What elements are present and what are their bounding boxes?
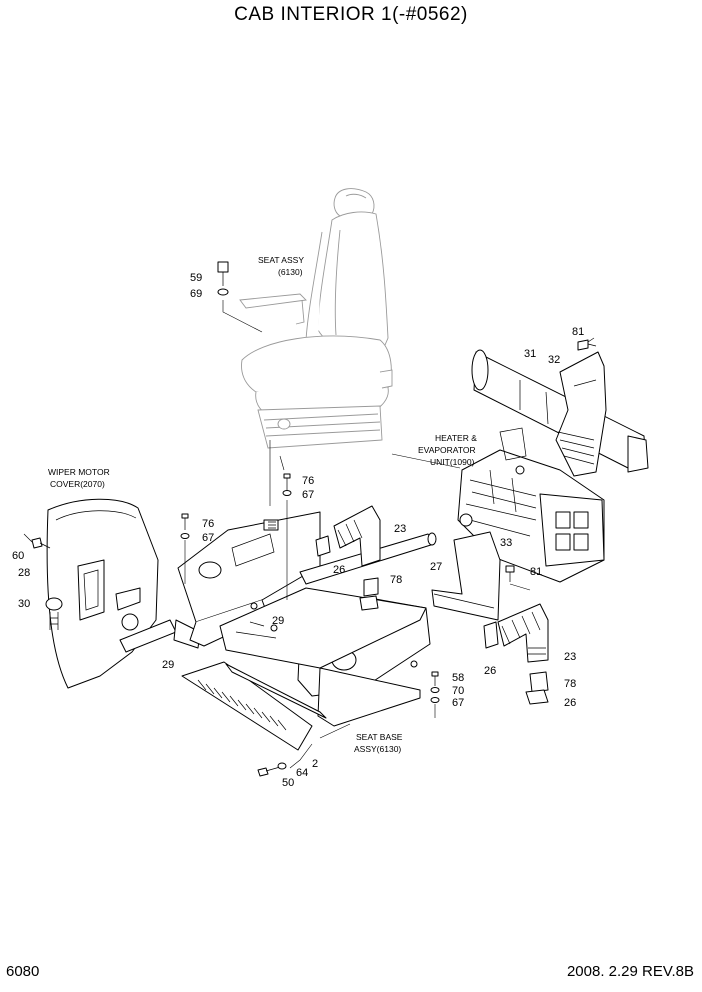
callout-32: 32	[548, 354, 560, 366]
callout-26-lower: 26	[564, 697, 576, 709]
callout-30: 30	[18, 598, 30, 610]
callout-78-upper: 78	[390, 574, 402, 586]
seat-assembly	[239, 188, 393, 449]
note-wiper-line2: COVER(2070)	[50, 479, 105, 489]
callout-58: 58	[452, 672, 464, 684]
note-heater-line2: EVAPORATOR	[418, 445, 476, 455]
callout-81-right: 81	[530, 566, 542, 578]
callout-27: 27	[430, 561, 442, 573]
callout-67-left: 67	[202, 532, 214, 544]
page-title: CAB INTERIOR 1(-#0562)	[234, 4, 468, 25]
callout-70: 70	[452, 685, 464, 697]
callout-76-right: 76	[302, 475, 314, 487]
callout-69: 69	[190, 288, 202, 300]
lower-duct-parts	[483, 603, 549, 705]
callout-67-lower: 67	[452, 697, 464, 709]
seat-base-console	[119, 505, 437, 751]
note-wiper-line1: WIPER MOTOR	[48, 467, 110, 477]
callout-67-right: 67	[302, 489, 314, 501]
callout-28: 28	[18, 567, 30, 579]
callout-2: 2	[312, 758, 318, 770]
note-seat-base-line2: ASSY(6130)	[354, 744, 401, 754]
note-seat-assy-line2: (6130)	[278, 267, 303, 277]
callout-64: 64	[296, 767, 308, 779]
heater-evaporator-unit	[431, 349, 649, 621]
note-heater-line1: HEATER &	[435, 433, 477, 443]
wiper-motor-cover	[31, 498, 159, 689]
callout-78-lower: 78	[564, 678, 576, 690]
callout-26-mid: 26	[484, 665, 496, 677]
callout-50: 50	[282, 777, 294, 789]
note-seat-base-line1: SEAT BASE	[356, 732, 403, 742]
note-seat-assy-line1: SEAT ASSY	[258, 255, 304, 265]
callout-29-center: 29	[272, 615, 284, 627]
callout-33: 33	[500, 537, 512, 549]
page-number: 6080	[6, 963, 40, 980]
assembly-notes: SEAT ASSY (6130) HEATER & EVAPORATOR UNI…	[48, 255, 477, 754]
revision-date: 2008. 2.29 REV.8B	[566, 963, 694, 980]
callout-31: 31	[524, 348, 536, 360]
callout-59: 59	[190, 272, 202, 284]
callout-23-upper: 23	[394, 523, 406, 535]
callout-numbers: 59 69 81 31 32 76 67 76 67 23 60 28 30 2…	[12, 272, 584, 789]
callout-76-left: 76	[202, 518, 214, 530]
callout-29-left: 29	[162, 659, 174, 671]
callout-81-top: 81	[572, 326, 584, 338]
note-heater-line3: UNIT(1090)	[430, 457, 475, 467]
callout-23-lower: 23	[564, 651, 576, 663]
fasteners	[180, 261, 597, 777]
leader-lines	[23, 300, 595, 769]
callout-26-upper: 26	[333, 564, 345, 576]
callout-60: 60	[12, 550, 24, 562]
